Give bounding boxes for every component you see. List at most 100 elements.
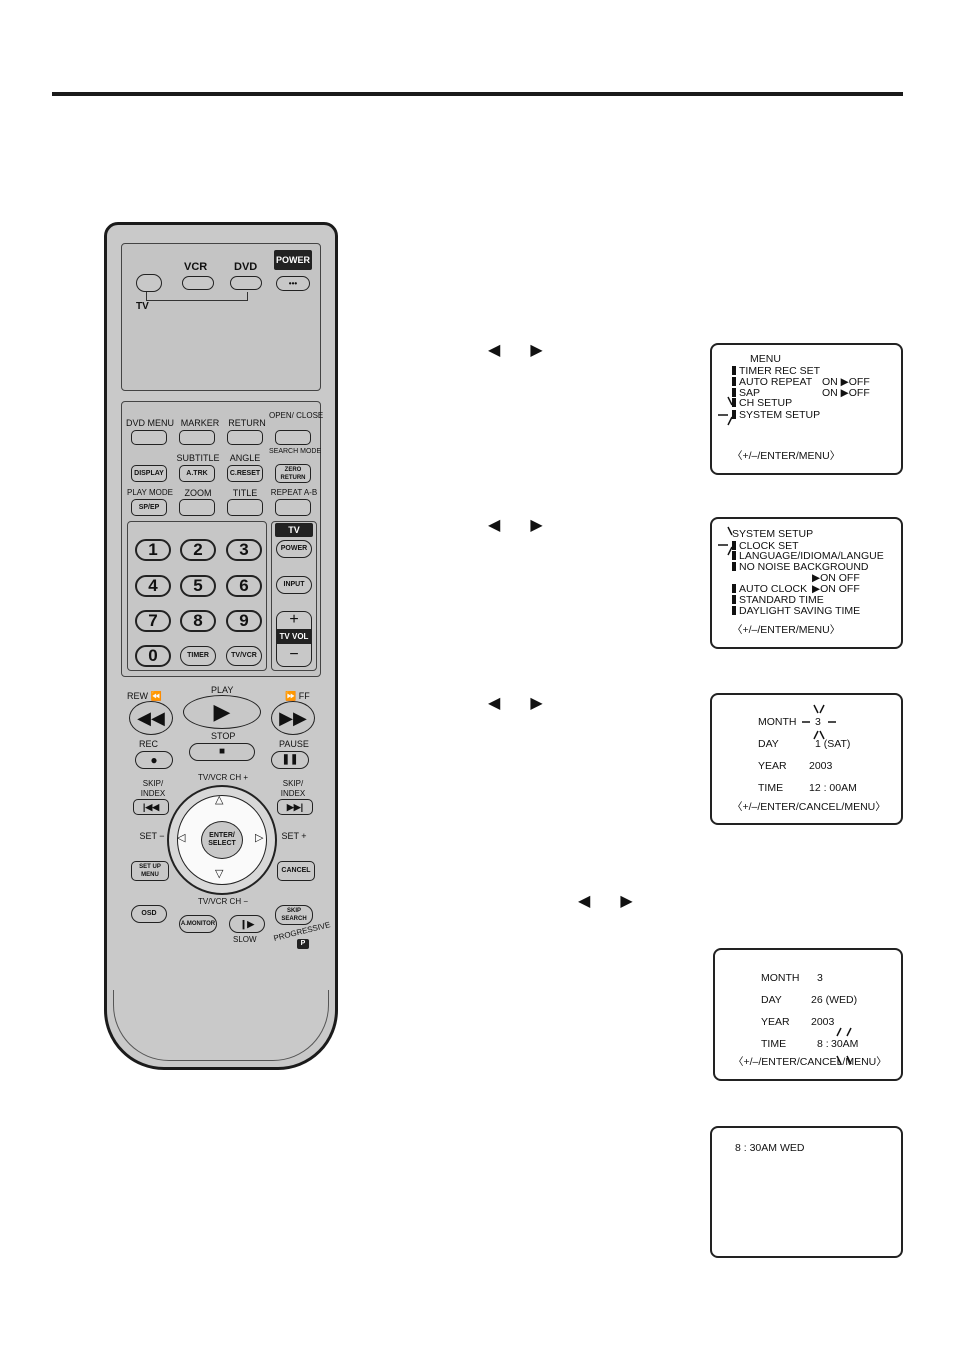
setup-menu-button[interactable]: SET UP MENU <box>131 861 169 881</box>
marker-button[interactable] <box>179 430 215 445</box>
tv-vol-label: TV VOL <box>276 629 312 644</box>
tv-volume-rocker[interactable]: + TV VOL − <box>276 611 312 667</box>
item-daylight-saving-time: DAYLIGHT SAVING TIME <box>732 606 860 617</box>
slow-button[interactable]: ❙▶ <box>229 915 265 933</box>
time-hour: 8 : <box>817 1038 829 1050</box>
left-arrow-icon: ◀ <box>578 893 591 910</box>
tv-mode-box: TV <box>275 523 313 537</box>
number-0-button[interactable]: 0 <box>135 645 171 667</box>
number-6-button[interactable]: 6 <box>226 575 262 597</box>
number-7-button[interactable]: 7 <box>135 610 171 632</box>
stop-button[interactable]: ■ <box>189 743 255 761</box>
dvd-menu-label: DVD MENU <box>125 418 174 428</box>
tv-switch[interactable] <box>136 274 162 292</box>
sp-ep-button[interactable]: SP/EP <box>131 499 167 516</box>
vcr-button[interactable] <box>182 276 214 290</box>
number-2-button[interactable]: 2 <box>180 539 216 561</box>
dpad-down-button[interactable]: ▽ <box>215 868 224 880</box>
a-monitor-button[interactable]: A.MONITOR <box>179 915 217 933</box>
remote-bottom-curve <box>113 990 329 1061</box>
display-button[interactable]: DISPLAY <box>131 465 167 482</box>
arrow-pair-4: ◀ ▶ <box>578 894 633 910</box>
number-3-button[interactable]: 3 <box>226 539 262 561</box>
clock-readout: 8 : 30AM WED <box>735 1142 805 1154</box>
menu-item-timer-rec-set: TIMER REC SET <box>732 366 820 377</box>
pause-label: PAUSE <box>279 739 309 749</box>
number-5-button[interactable]: 5 <box>180 575 216 597</box>
fast-forward-button[interactable]: ▶▶ <box>271 701 315 735</box>
tv-switch-label: TV <box>136 301 149 312</box>
play-mode-label: PLAY MODE <box>127 488 173 497</box>
year-value: 2003 <box>811 1016 835 1028</box>
flash-cursor-icon <box>718 396 733 426</box>
vcr-label: VCR <box>184 261 208 273</box>
skip-forward-button[interactable]: ▶▶| <box>277 799 313 815</box>
system-setup-footer: 〈+/–/ENTER/MENU〉 <box>732 624 841 636</box>
auto-repeat-value: ON ▶OFF <box>822 376 870 388</box>
number-9-button[interactable]: 9 <box>226 610 262 632</box>
year-value: 2003 <box>809 760 833 772</box>
right-arrow-icon: ▶ <box>530 342 543 359</box>
number-4-button[interactable]: 4 <box>135 575 171 597</box>
number-1-button[interactable]: 1 <box>135 539 171 561</box>
dpad-right-button[interactable]: ▷ <box>255 832 264 844</box>
zoom-button[interactable] <box>179 499 215 516</box>
tv-vcr-button[interactable]: TV/VCR <box>226 646 262 666</box>
system-setup-title: SYSTEM SETUP <box>732 528 814 540</box>
switch-bracket <box>146 292 248 301</box>
zoom-label: ZOOM <box>184 488 212 498</box>
menu-footer: 〈+/–/ENTER/MENU〉 <box>732 450 841 462</box>
osd-button[interactable]: OSD <box>131 905 167 923</box>
dvd-power-dots[interactable]: ••• <box>276 276 310 291</box>
time-minutes: 30AM <box>831 1038 859 1050</box>
clock-set-screen-final: MONTH 3 DAY 26 (WED) YEAR 2003 TIME 8 : … <box>713 948 903 1081</box>
left-arrow-icon: ◀ <box>488 695 501 712</box>
year-label: YEAR <box>761 1016 790 1028</box>
record-button[interactable]: ● <box>135 751 173 769</box>
month-value: 3 <box>815 716 821 728</box>
time-value: 12 : 00AM <box>809 782 857 794</box>
arrow-pair-1: ◀ ▶ <box>488 343 543 359</box>
pause-button[interactable]: ❚❚ <box>271 751 309 769</box>
play-button[interactable]: ▶ <box>183 695 261 729</box>
rewind-button[interactable]: ◀◀ <box>129 701 173 735</box>
clock-set-footer: 〈+/–/ENTER/CANCEL/MENU〉 <box>733 1056 887 1068</box>
ch-minus-label: TV/VCR CH − <box>197 897 248 906</box>
dpad-left-button[interactable]: ◁ <box>177 832 186 844</box>
day-label: DAY <box>758 738 779 750</box>
system-setup-screen: SYSTEM SETUP CLOCK SET LANGUAGE/IDIOMA/L… <box>710 517 903 649</box>
input-button[interactable]: INPUT <box>276 576 312 594</box>
volume-up-button[interactable]: + <box>289 611 299 628</box>
title-button[interactable] <box>227 499 263 516</box>
c-reset-button[interactable]: C.RESET <box>227 465 263 482</box>
set-plus-label: SET + <box>281 831 307 841</box>
number-8-button[interactable]: 8 <box>180 610 216 632</box>
skip-back-button[interactable]: |◀◀ <box>133 799 169 815</box>
skip-search-button[interactable]: SKIP SEARCH <box>275 905 313 925</box>
repeat-ab-label: REPEAT A-B <box>270 488 318 497</box>
timer-button[interactable]: TIMER <box>180 646 216 666</box>
day-value: 26 (WED) <box>811 994 858 1006</box>
item-standard-time: STANDARD TIME <box>732 595 824 606</box>
open-close-button[interactable] <box>275 430 311 445</box>
clock-set-footer: 〈+/–/ENTER/CANCEL/MENU〉 <box>732 801 886 813</box>
volume-down-button[interactable]: − <box>289 646 299 663</box>
enter-select-button[interactable]: ENTER/ SELECT <box>201 821 243 859</box>
menu-title: MENU <box>750 353 781 365</box>
repeat-ab-button[interactable] <box>275 499 311 516</box>
dvd-menu-button[interactable] <box>131 430 167 445</box>
remote-control: VCR DVD POWER ••• TV DVD MENU MARKER RET… <box>104 222 338 1070</box>
flash-cursor-icon <box>836 1027 852 1065</box>
zero-return-button[interactable]: ZERO RETURN <box>275 464 311 483</box>
rew-label: REW ⏪ <box>127 691 162 701</box>
a-trk-button[interactable]: A.TRK <box>179 465 215 482</box>
dpad-up-button[interactable]: △ <box>215 794 224 806</box>
tv-power-button[interactable]: POWER <box>276 540 312 558</box>
title-label: TITLE <box>232 488 258 498</box>
power-button[interactable]: POWER <box>274 250 312 270</box>
right-arrow-icon: ▶ <box>620 893 633 910</box>
dvd-button[interactable] <box>230 276 262 290</box>
return-button[interactable] <box>227 430 263 445</box>
arrow-pair-2: ◀ ▶ <box>488 518 543 534</box>
cancel-button[interactable]: CANCEL <box>277 861 315 881</box>
